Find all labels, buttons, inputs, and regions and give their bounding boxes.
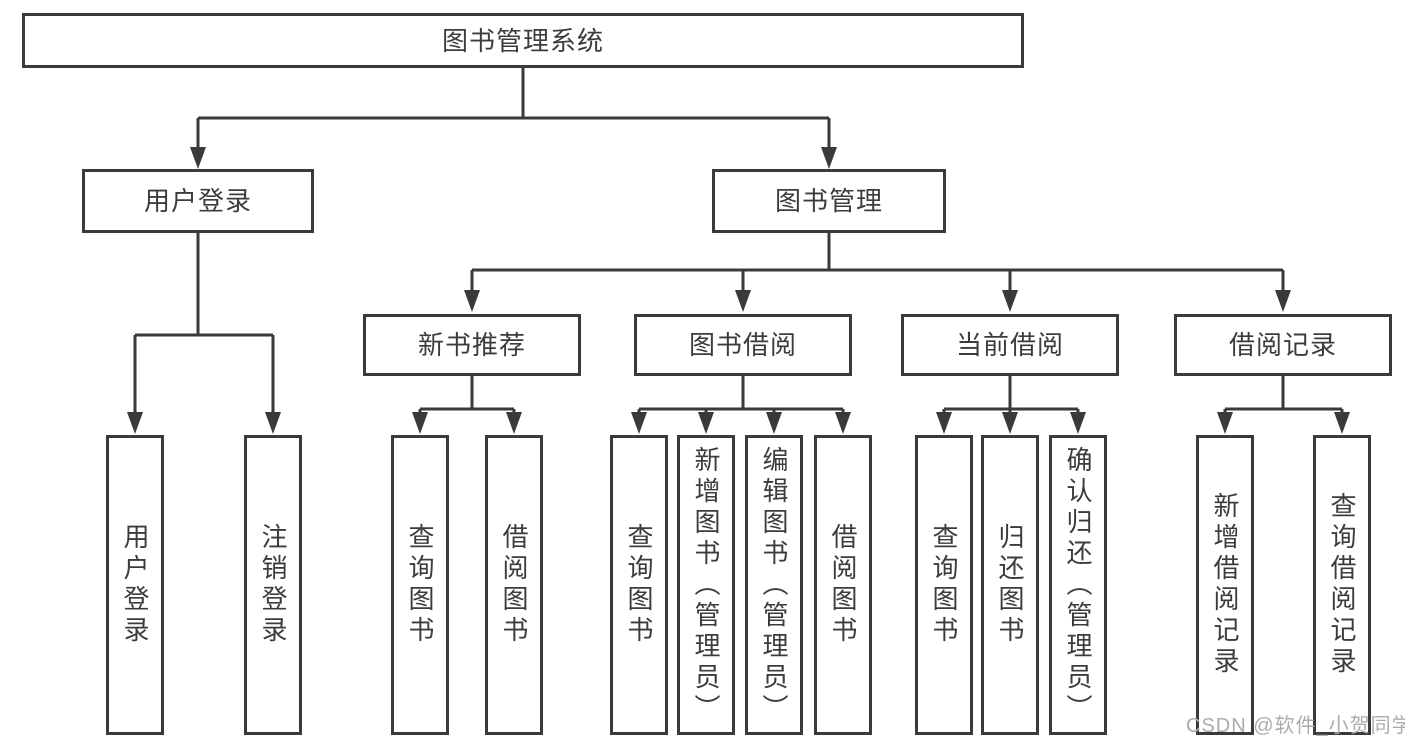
leaf-borrow-books-label: 借阅图书 (828, 523, 858, 647)
node-root: 图书管理系统 (22, 13, 1024, 68)
leaf-confirm-return-admin-label: 确认归还（管理员） (1063, 445, 1093, 725)
node-book-borrow-label: 图书借阅 (688, 330, 797, 360)
leaf-add-books-admin: 新增图书（管理员） (677, 435, 735, 735)
leaf-query-books-recommend: 查询图书 (391, 435, 449, 735)
node-book-management: 图书管理 (712, 169, 946, 233)
leaf-user-login: 用户登录 (106, 435, 164, 735)
node-book-management-label: 图书管理 (774, 186, 883, 216)
leaf-confirm-return-admin: 确认归还（管理员） (1049, 435, 1107, 735)
leaf-user-login-label: 用户登录 (120, 523, 150, 647)
node-current-borrow-label: 当前借阅 (955, 330, 1064, 360)
leaf-add-borrow-record-label: 新增借阅记录 (1210, 492, 1240, 678)
leaf-logout: 注销登录 (244, 435, 302, 735)
node-borrow-records: 借阅记录 (1174, 314, 1392, 376)
leaf-logout-label: 注销登录 (258, 523, 288, 647)
node-user-login: 用户登录 (82, 169, 314, 233)
leaf-query-books-borrow: 查询图书 (610, 435, 668, 735)
leaf-return-books: 归还图书 (981, 435, 1039, 735)
leaf-query-borrow-record-label: 查询借阅记录 (1327, 492, 1357, 678)
node-user-login-label: 用户登录 (143, 186, 252, 216)
node-root-label: 图书管理系统 (441, 25, 604, 56)
node-new-book-recommend-label: 新书推荐 (417, 330, 526, 360)
leaf-edit-books-admin: 编辑图书（管理员） (745, 435, 803, 735)
leaf-query-books-borrow-label: 查询图书 (624, 523, 654, 647)
leaf-edit-books-admin-label: 编辑图书（管理员） (759, 445, 789, 725)
csdn-watermark: CSDN @软件_小贺同学 (1186, 715, 1405, 737)
leaf-add-books-admin-label: 新增图书（管理员） (691, 445, 721, 725)
node-book-borrow: 图书借阅 (634, 314, 852, 376)
leaf-borrow-books: 借阅图书 (814, 435, 872, 735)
leaf-borrow-books-recommend-label: 借阅图书 (499, 523, 529, 647)
leaf-query-borrow-record: 查询借阅记录 (1313, 435, 1371, 735)
leaf-query-books-recommend-label: 查询图书 (405, 523, 435, 647)
leaf-borrow-books-recommend: 借阅图书 (485, 435, 543, 735)
leaf-query-books-current: 查询图书 (915, 435, 973, 735)
node-borrow-records-label: 借阅记录 (1228, 330, 1337, 360)
leaf-add-borrow-record: 新增借阅记录 (1196, 435, 1254, 735)
node-new-book-recommend: 新书推荐 (363, 314, 581, 376)
leaf-return-books-label: 归还图书 (995, 523, 1025, 647)
leaf-query-books-current-label: 查询图书 (929, 523, 959, 647)
node-current-borrow: 当前借阅 (901, 314, 1119, 376)
